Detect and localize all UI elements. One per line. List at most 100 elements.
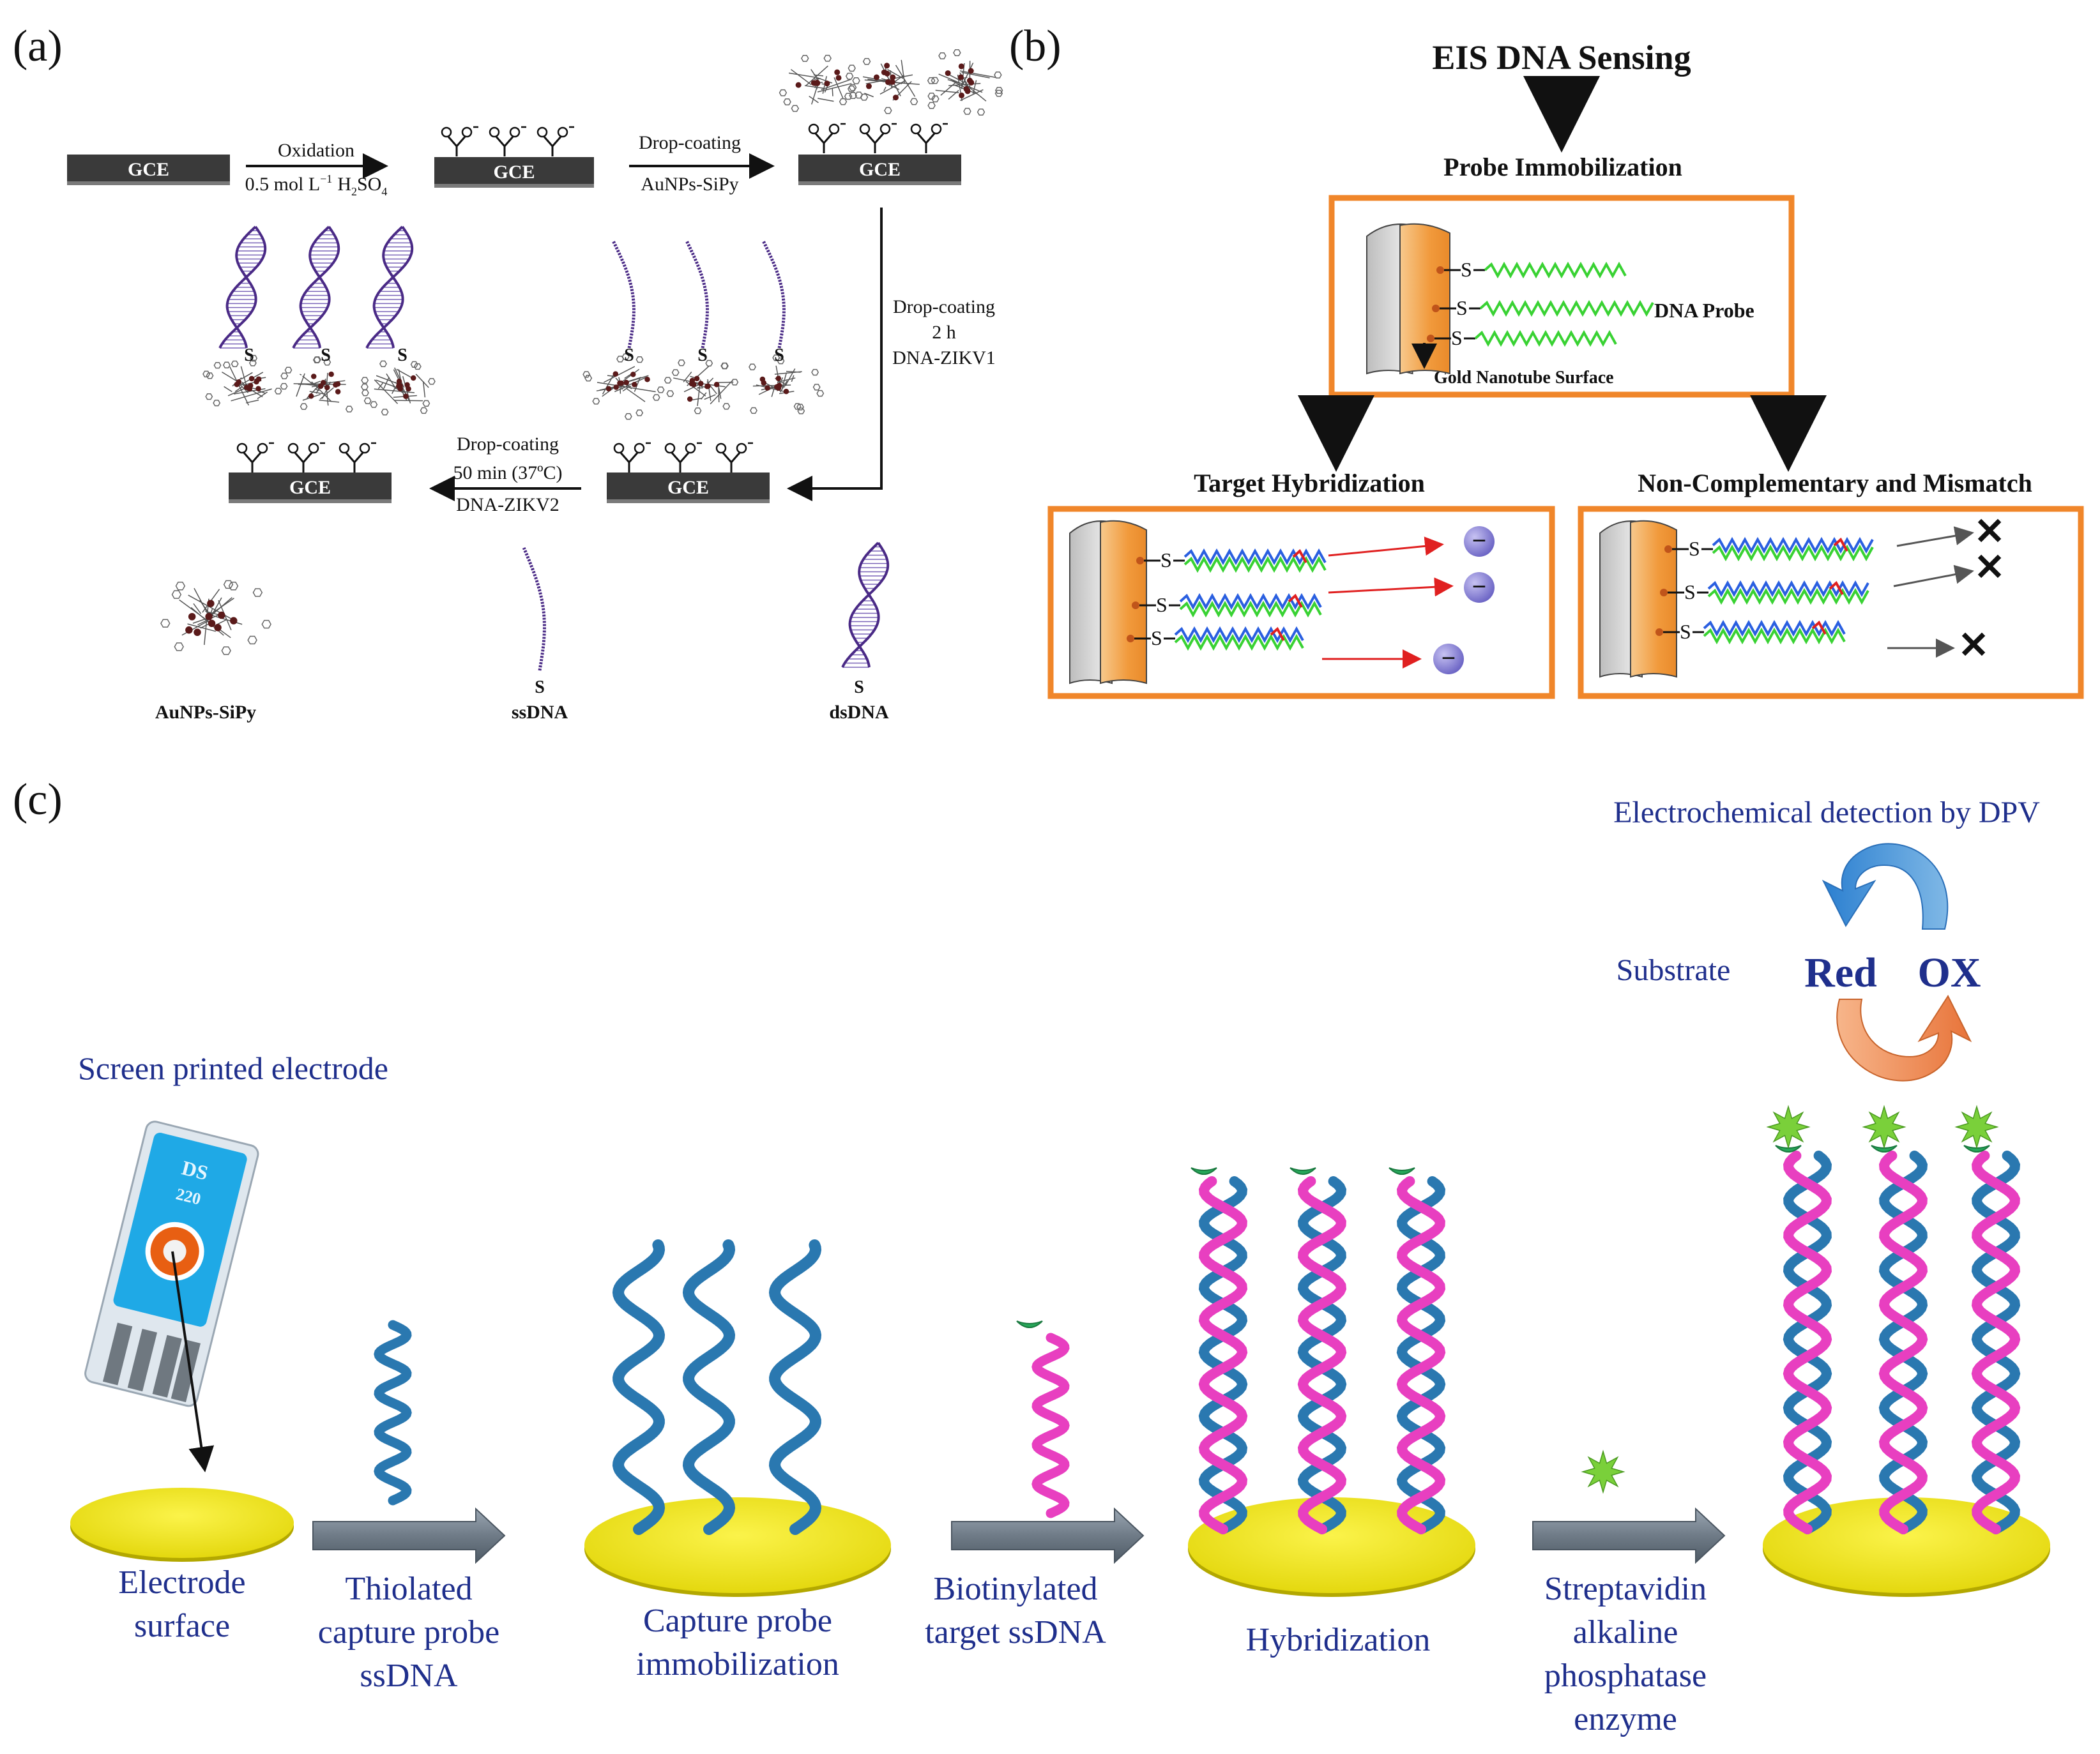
thiol-s: S [1684,580,1696,603]
step-4-label-line-2: target ssDNA [925,1614,1106,1651]
carboxyl-o1 [809,125,818,133]
panel-b-label: (b) [1009,22,1061,71]
gold-nanoparticle [403,393,409,399]
pyridine-ring [814,384,820,390]
dsdna-helix [293,227,339,348]
gold-nanoparticle [866,84,872,89]
biotinylated-target [1037,1338,1065,1513]
gold-nanoparticle [958,74,964,80]
gold-nanoparticle [623,380,629,386]
probe-strand [1475,333,1616,344]
gce-aunps: GCE [798,155,961,185]
cluster-bond [884,87,886,91]
pyridine-ring [853,78,860,84]
cluster-bond [217,619,227,624]
gold-nanoparticle [256,376,262,382]
gce-ssdna: GCE [607,473,770,503]
carboxyl-group [490,127,526,156]
carboxyl-bonds [448,136,466,156]
thiol-s: S [774,345,784,365]
cross-mark: ✕ [1958,624,1990,666]
pyridine-ring [636,357,643,363]
cluster-bond [775,372,802,374]
process-arrow [1533,1509,1724,1562]
gold-nanoparticle [205,613,213,621]
gold-nanoparticle [613,371,619,377]
gold-electrode-4 [1763,1497,2050,1593]
pyridine-ring [254,589,262,596]
gold-nanoparticle [234,382,240,388]
pyridine-ring [840,99,847,105]
pyridine-ring [978,109,985,115]
probe-strand [1480,303,1653,314]
carboxyl-group [538,127,574,156]
pyridine-ring [248,637,257,644]
pyridine-ring [285,367,291,373]
ssdna-strand [687,241,708,348]
pyridine-ring [361,377,368,383]
pyridine-ring [939,53,946,59]
carboxyl-o2 [932,125,941,133]
electrode-edge [434,184,594,188]
gold-nanoparticle [632,382,637,388]
electrode-edge [229,499,392,503]
gold-nanoparticle [704,384,710,389]
legend-aunps: AuNPs-SiPy [155,702,256,723]
gold-nanoparticle [776,386,782,391]
gold-nanoparticle [836,75,842,80]
cluster-bond [710,380,733,404]
step-2-label-line-1: Thiolated [345,1571,472,1607]
thiol-s: S [1160,548,1172,571]
gold-nanoparticle [249,376,255,382]
electrode-surface [70,1488,294,1558]
pyridine-ring [928,103,935,109]
carboxyl-o1 [289,444,298,453]
carboxyl-group [289,443,325,473]
gold-nanoparticle [397,379,402,384]
gold-nanotube [1600,521,1677,677]
gold-nanoparticle [606,386,612,392]
repulsion-arrow [1328,545,1440,556]
thiol-s: S [1461,258,1472,281]
ssdna-strand [524,548,544,670]
target-hybridization-label: Target Hybridization [1194,469,1425,497]
thiol-s: S [1680,620,1691,643]
process-arrow [952,1509,1143,1562]
arrow-shape [952,1509,1143,1562]
panel-c: (c) Electrochemical detection by DPV Sub… [13,775,2050,1737]
pyridine-ring [365,398,371,404]
cross-mark: ✕ [1974,547,2005,588]
aunps-cluster [665,360,738,414]
thiol-s: S [1151,626,1162,649]
carboxyl-o1 [490,128,499,137]
gold-nanoparticle [194,629,201,637]
pyridine-ring [861,95,868,100]
carboxyl-bonds [243,452,261,473]
gold-nanoparticle [318,384,324,389]
attachment-point [1655,628,1663,636]
cluster-bond [386,374,396,389]
pyridine-ring [784,99,791,105]
gold-nanoparticle [959,93,964,98]
pyridine-ring [161,619,170,627]
detection-label: Electrochemical detection by DPV [1613,796,2040,829]
gold-nanoparticle [411,375,416,381]
carboxyl-group [911,124,948,153]
gold-nanoparticle [968,68,974,74]
pyridine-ring [301,404,307,409]
carboxyl-bonds [544,136,561,156]
carboxyl-o1 [666,444,674,453]
pyridine-ring [911,98,918,104]
redox-blue-arrow [1823,843,1947,929]
thiolated-probe [379,1325,407,1501]
dropcoating-label-1: Drop-coating [639,132,741,153]
gold-nanoparticle [687,397,693,402]
dropcoating-label-3: Drop-coating [457,434,559,455]
gold-nanoparticle [335,389,341,395]
thiol-s: S [1689,537,1700,560]
aunps-cluster [749,355,824,414]
time-label-3: 50 min (37ºC) [453,462,563,483]
ssdna-strand [613,241,634,348]
